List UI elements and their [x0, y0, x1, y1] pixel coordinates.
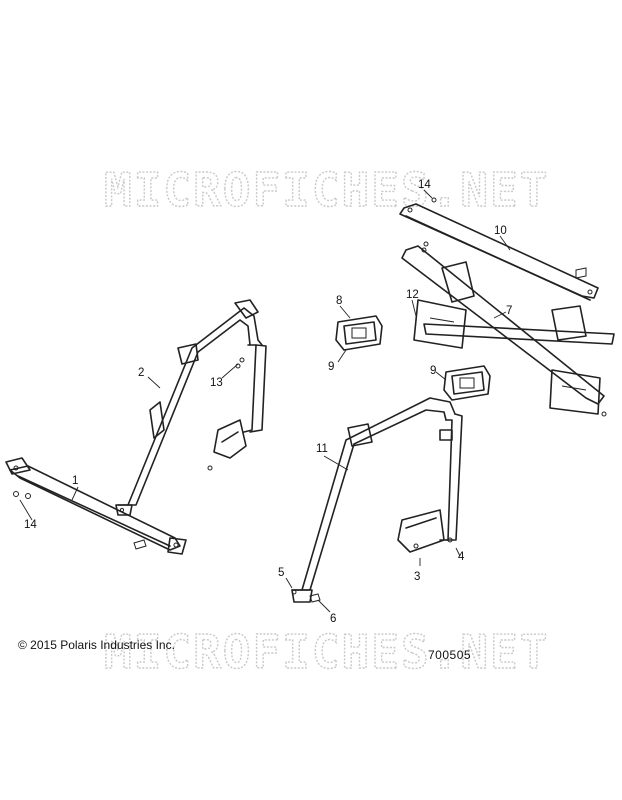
callout-12: 12: [406, 289, 419, 301]
part-11-right-cage-side: [291, 397, 463, 603]
part-7-rear-bracket: [401, 241, 615, 417]
callout-3: 3: [414, 571, 420, 583]
part-2-left-cage-side: [115, 299, 267, 516]
callout-9-right: 9: [430, 365, 436, 377]
watermark-top: MICROFICHES.NET: [104, 163, 549, 217]
diagram-id: 700505: [428, 648, 472, 662]
part-10-top-rear-bar: [399, 197, 599, 301]
part-9-light-right: [443, 365, 491, 401]
part-1-lower-cross-bar: [5, 457, 187, 555]
part-8-light-left: [335, 315, 383, 351]
callout-4: 4: [458, 551, 465, 563]
callout-2: 2: [138, 367, 144, 379]
callout-8: 8: [336, 295, 342, 307]
callout-1: 1: [72, 475, 78, 487]
callout-10: 10: [494, 225, 507, 237]
callout-5: 5: [278, 567, 284, 579]
callout-7: 7: [506, 305, 512, 317]
callout-14-left: 14: [24, 519, 37, 531]
watermark-bottom: MICROFICHES.NET: [104, 625, 549, 679]
callout-9-left: 9: [328, 361, 334, 373]
leader-lines: [19, 189, 511, 613]
callout-11: 11: [316, 443, 328, 455]
callout-labels: 1 2 3 4 5 6 7 8 9 9 10 11 12 13 14 14: [24, 179, 512, 625]
callout-13: 13: [210, 377, 223, 389]
callout-14-top: 14: [418, 179, 431, 191]
copyright-notice: © 2015 Polaris Industries Inc.: [18, 638, 175, 652]
callout-6: 6: [330, 613, 336, 625]
